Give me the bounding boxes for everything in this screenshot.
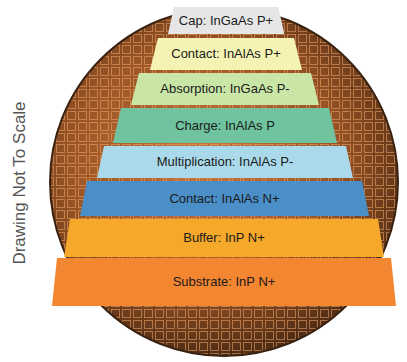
layer-band: Substrate: InP N+	[52, 258, 396, 306]
band-fill	[80, 181, 369, 216]
layer-band: Multiplication: InAlAs P-	[97, 146, 353, 178]
wafer-rim	[50, 8, 398, 356]
band-fill	[168, 7, 284, 34]
layer-label: Contact: InAlAs N+	[80, 181, 369, 216]
band-fill	[113, 108, 337, 143]
layer-band: Contact: InAlAs P+	[150, 38, 302, 70]
band-fill	[150, 38, 302, 70]
layer-label: Substrate: InP N+	[52, 258, 396, 306]
layer-label: Absorption: InGaAs P-	[131, 73, 319, 105]
layer-label: Charge: InAlAs P	[113, 108, 337, 143]
layer-label: Cap: InGaAs P+	[168, 7, 284, 34]
band-fill	[64, 219, 384, 257]
layer-band: Charge: InAlAs P	[113, 108, 337, 143]
layer-band: Absorption: InGaAs P-	[131, 73, 319, 105]
band-fill	[131, 73, 319, 105]
layer-band: Contact: InAlAs N+	[80, 181, 369, 216]
layer-label: Multiplication: InAlAs P-	[97, 146, 353, 178]
band-fill	[97, 146, 353, 178]
layer-label: Buffer: InP N+	[64, 219, 384, 257]
note-label: Drawing Not To Scale	[10, 101, 30, 264]
layer-label: Contact: InAlAs P+	[150, 38, 302, 70]
band-fill	[52, 258, 396, 306]
layer-band: Buffer: InP N+	[64, 219, 384, 257]
layer-band: Cap: InGaAs P+	[168, 7, 284, 34]
